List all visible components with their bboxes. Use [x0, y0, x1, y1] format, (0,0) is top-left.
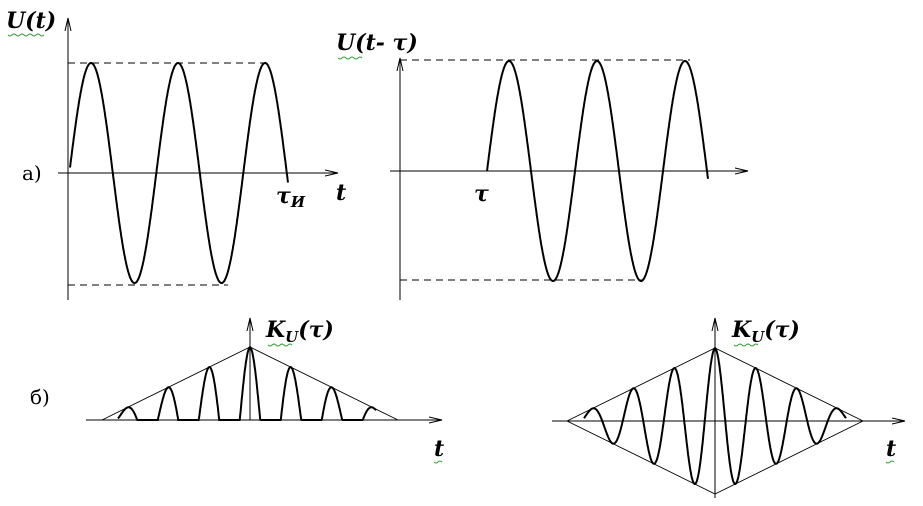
- x-axis-label: t: [336, 180, 346, 206]
- spellcheck-underline: [267, 343, 293, 347]
- spellcheck-underline: [885, 460, 895, 464]
- delayed-sine-signal: [486, 60, 709, 282]
- panel-b-right: KU(τ) t: [552, 317, 905, 498]
- correlation-oscillation: [117, 345, 377, 421]
- panel-a-label: а): [22, 161, 42, 185]
- spellcheck-underline: [7, 33, 45, 37]
- y-axis-label: KU(τ): [265, 317, 334, 346]
- y-axis-label: KU(τ): [731, 317, 800, 346]
- correlation-oscillation: [583, 346, 847, 486]
- panel-b-left: KU(τ) t: [86, 317, 444, 464]
- y-axis-label: U(t- τ): [336, 30, 418, 56]
- diamond-envelope: [565, 347, 865, 495]
- spellcheck-underline: [733, 343, 759, 347]
- panel-b-label: б): [30, 385, 50, 409]
- x-axis-label: t: [434, 436, 444, 462]
- y-axis-label: U(t): [6, 8, 56, 34]
- sine-signal: [69, 62, 289, 284]
- spellcheck-underline: [433, 460, 443, 464]
- tau-delay-label: τ: [474, 181, 489, 207]
- tau-pulse-label: τИ: [276, 183, 306, 211]
- panel-a-left: U(t) τИ t: [6, 8, 346, 300]
- spellcheck-underline: [337, 56, 363, 60]
- x-axis-label: t: [886, 436, 896, 462]
- panel-a-right: U(t- τ) τ: [336, 30, 748, 300]
